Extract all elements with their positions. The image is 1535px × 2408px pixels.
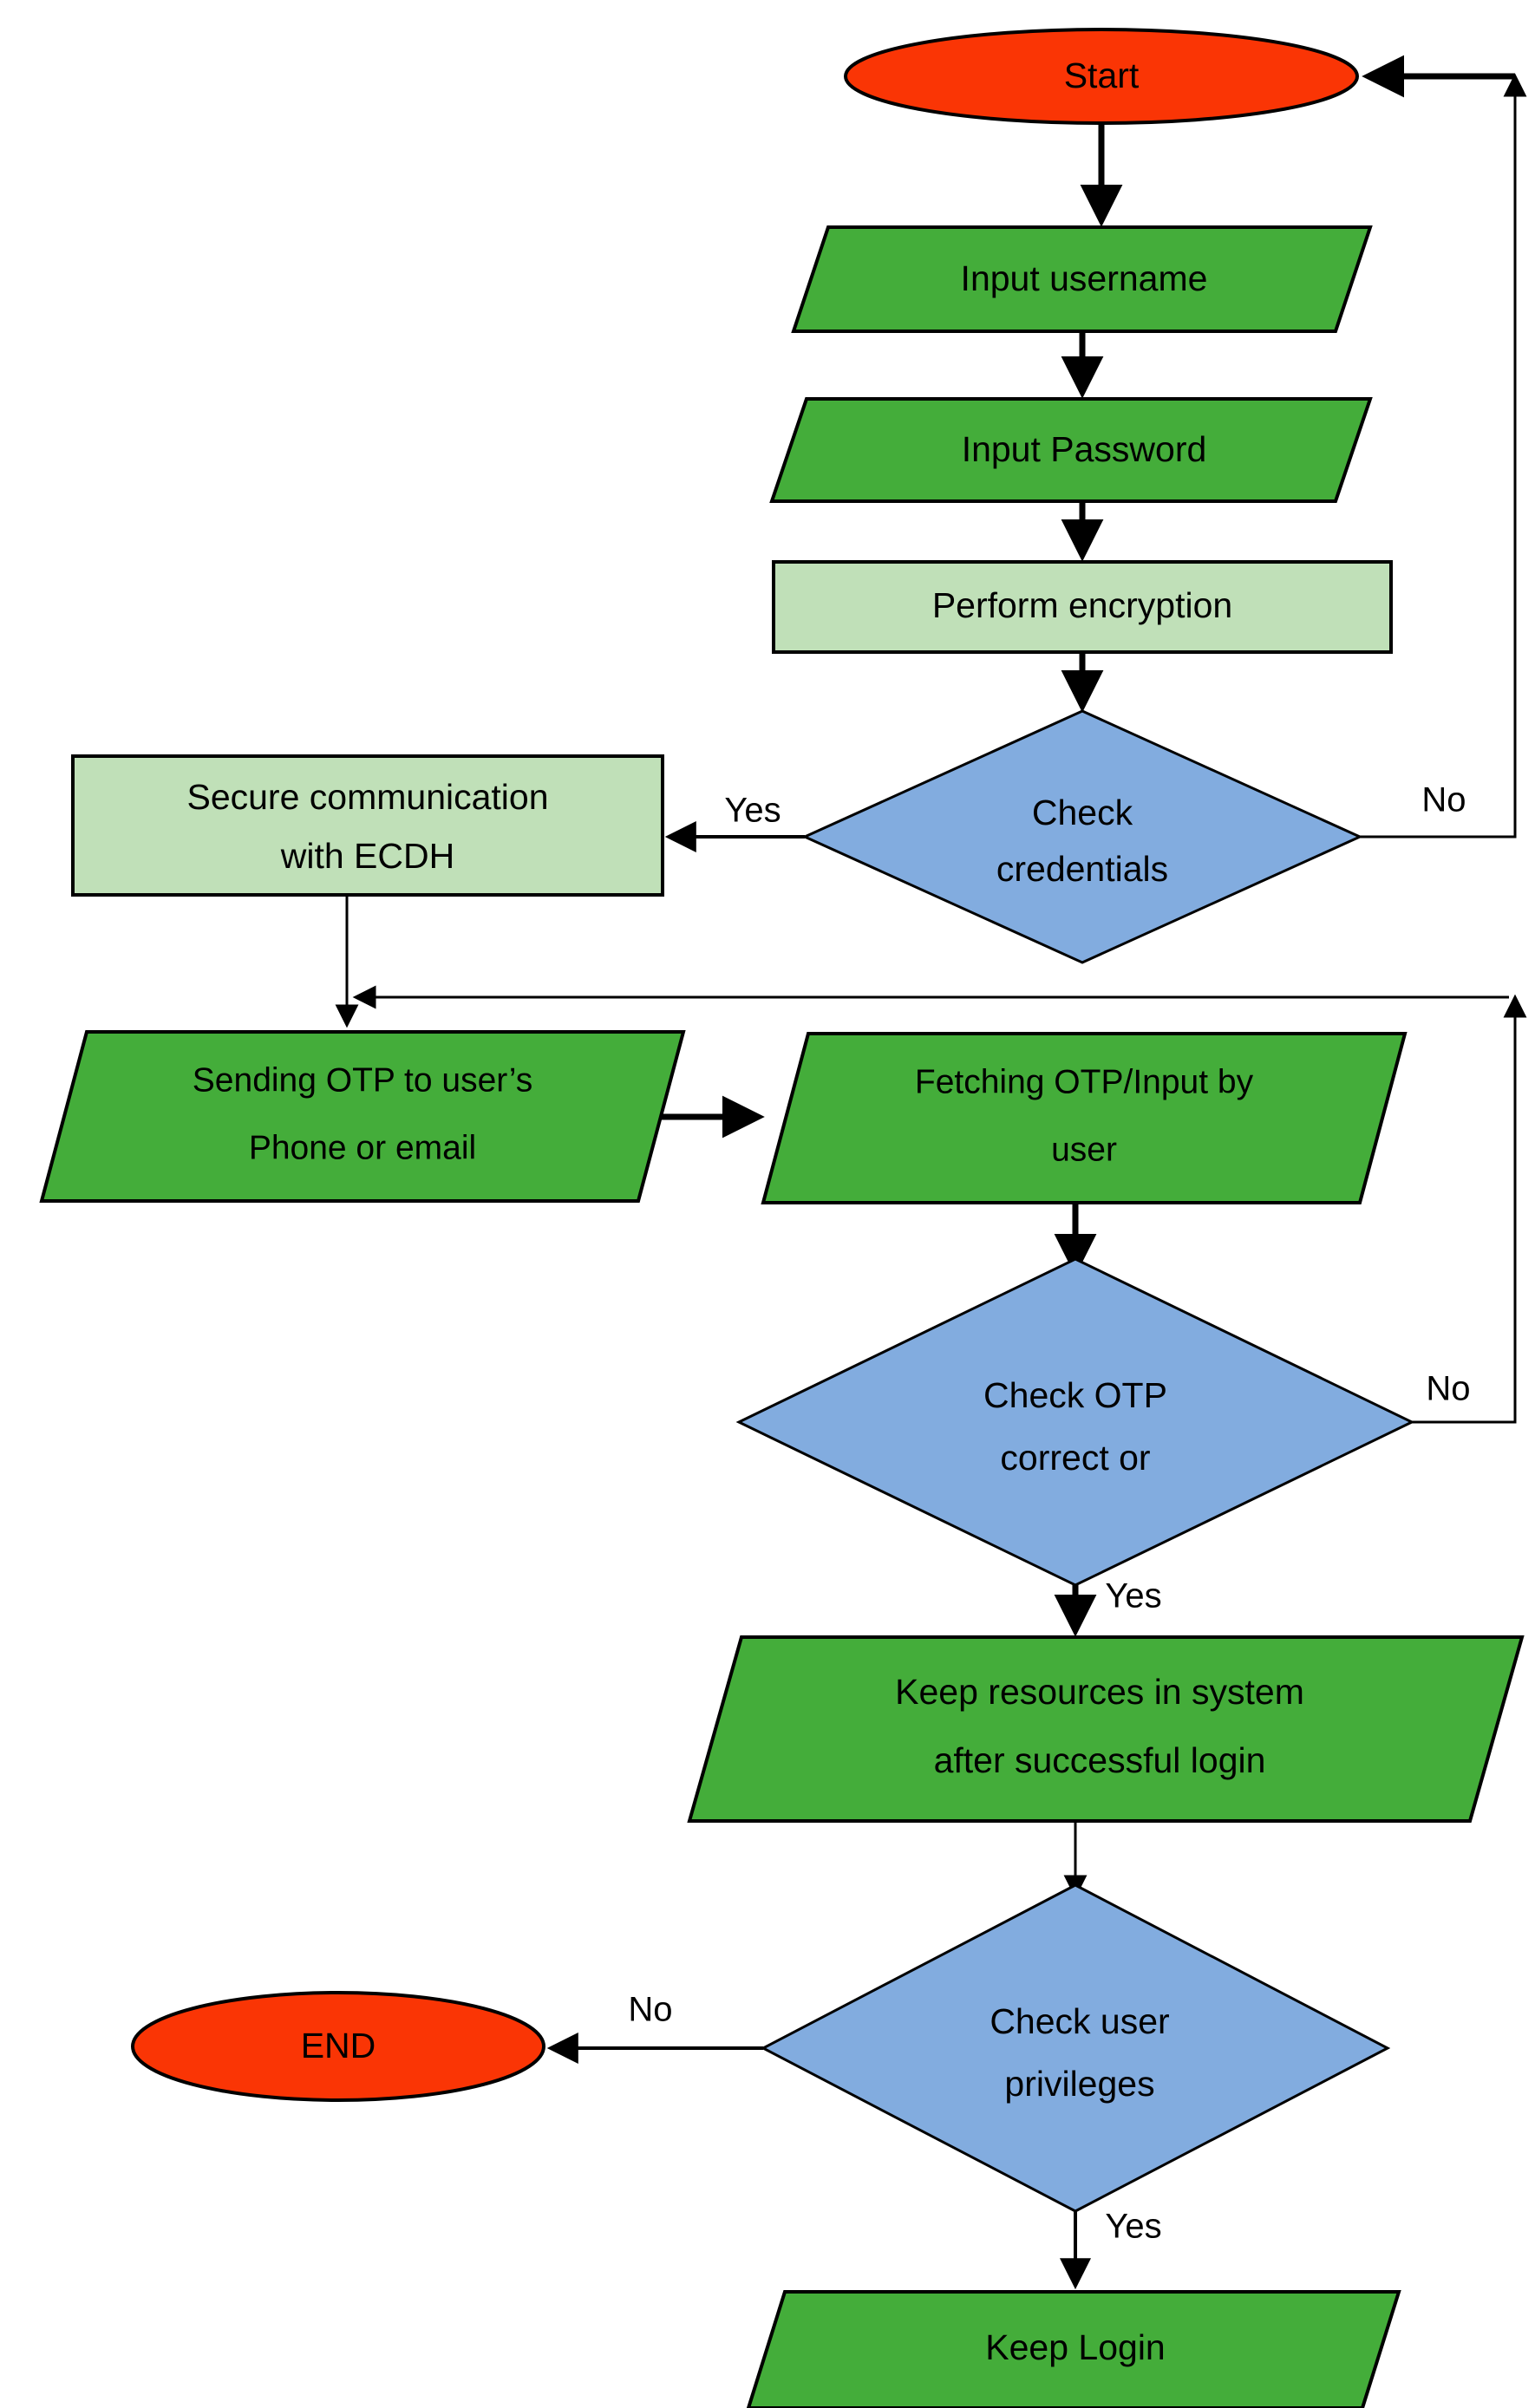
node-check-user-privileges-label-line2: privileges bbox=[1004, 2064, 1154, 2104]
node-secure-communication-label-line1: Secure communication bbox=[186, 777, 548, 817]
edge-label-credentials-no: No bbox=[1421, 781, 1466, 819]
node-sending-otp[interactable]: Sending OTP to user’s Phone or email bbox=[39, 1030, 686, 1203]
edge-label-otp-yes: Yes bbox=[1105, 1577, 1161, 1615]
node-check-user-privileges-label-line1: Check user bbox=[990, 2001, 1169, 2041]
edge-check-otp-no-loopback-rail bbox=[1412, 994, 1527, 1424]
node-check-credentials-label-line2: credentials bbox=[996, 849, 1168, 889]
node-check-user-privileges[interactable]: Check user privileges bbox=[760, 1883, 1391, 2213]
node-check-otp-label-line2: correct or bbox=[1000, 1438, 1150, 1478]
edge-label-privileges-yes: Yes bbox=[1105, 2208, 1161, 2246]
node-check-otp[interactable]: Check OTP correct or bbox=[735, 1257, 1415, 1587]
node-input-password-label: Input Password bbox=[962, 429, 1207, 469]
node-start[interactable]: Start bbox=[844, 28, 1359, 125]
node-keep-resources-label-line1: Keep resources in system bbox=[895, 1672, 1304, 1712]
node-start-label: Start bbox=[1064, 55, 1140, 95]
node-input-password[interactable]: Input Password bbox=[769, 397, 1373, 503]
node-keep-resources-label-line2: after successful login bbox=[934, 1740, 1266, 1780]
edge-check-credentials-no-to-start bbox=[1360, 73, 1527, 839]
node-keep-login-label: Keep Login bbox=[985, 2327, 1165, 2367]
node-check-otp-label-line1: Check OTP bbox=[983, 1375, 1167, 1415]
node-sending-otp-label-line2: Phone or email bbox=[249, 1129, 476, 1166]
node-keep-resources[interactable]: Keep resources in system after successfu… bbox=[687, 1635, 1525, 1823]
node-sending-otp-label-line1: Sending OTP to user’s bbox=[193, 1061, 532, 1099]
edge-label-privileges-no: No bbox=[628, 1991, 672, 2029]
node-secure-communication[interactable]: Secure communication with ECDH bbox=[71, 754, 664, 897]
node-perform-encryption-label: Perform encryption bbox=[932, 585, 1232, 625]
node-end-label: END bbox=[301, 2026, 376, 2065]
node-input-username[interactable]: Input username bbox=[791, 225, 1373, 333]
node-keep-login[interactable]: Keep Login bbox=[746, 2290, 1401, 2408]
node-check-credentials-label-line1: Check bbox=[1032, 793, 1133, 832]
node-check-credentials[interactable]: Check credentials bbox=[801, 709, 1363, 964]
node-perform-encryption[interactable]: Perform encryption bbox=[772, 560, 1393, 654]
node-fetching-otp[interactable]: Fetching OTP/Input by user bbox=[761, 1032, 1408, 1204]
node-input-username-label: Input username bbox=[961, 258, 1208, 298]
node-fetching-otp-label-line2: user bbox=[1051, 1131, 1117, 1168]
node-fetching-otp-label-line1: Fetching OTP/Input by bbox=[915, 1063, 1254, 1100]
edge-label-credentials-yes: Yes bbox=[724, 792, 781, 830]
node-secure-communication-label-line2: with ECDH bbox=[280, 836, 454, 876]
edge-label-otp-no: No bbox=[1426, 1370, 1470, 1408]
node-end[interactable]: END bbox=[131, 1991, 545, 2102]
